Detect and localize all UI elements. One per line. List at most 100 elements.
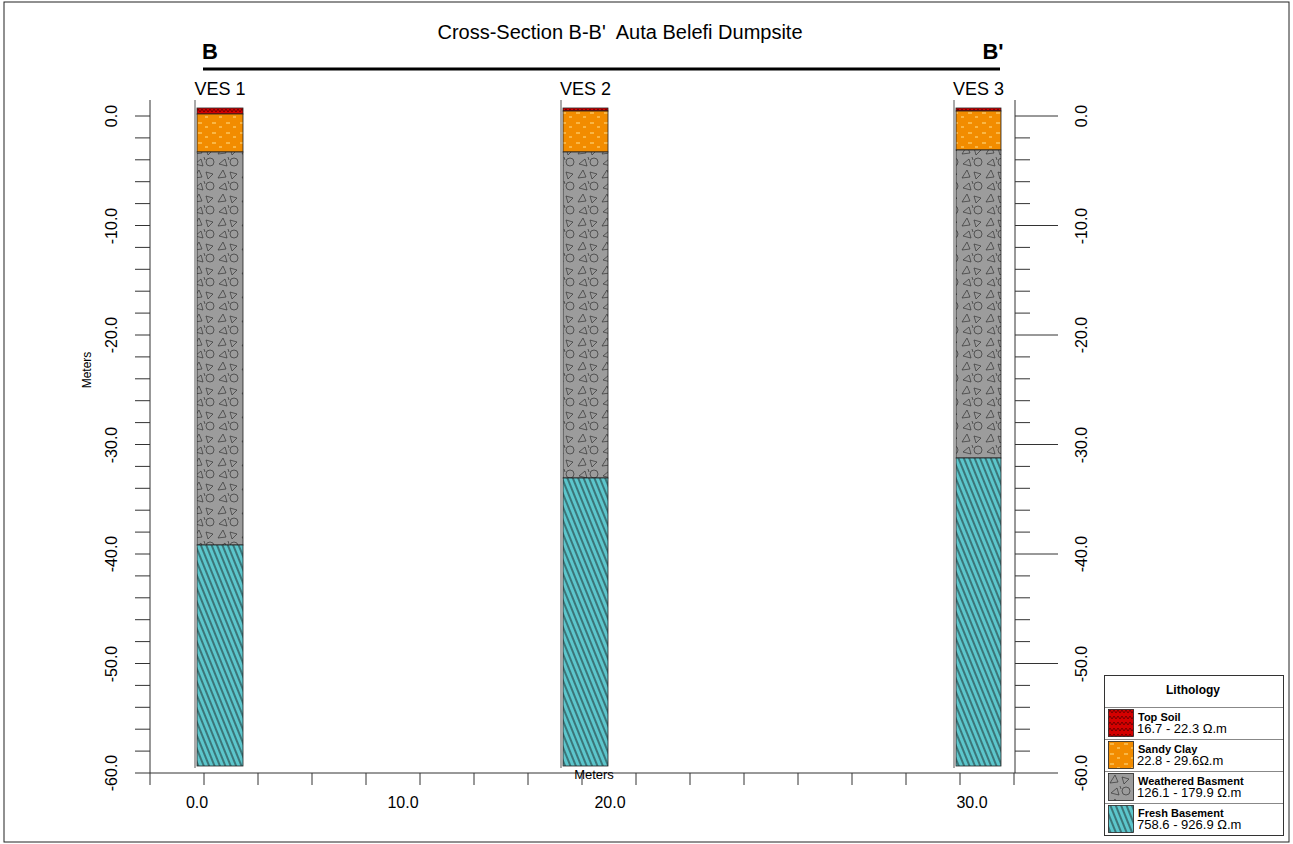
- tick-mark: [135, 707, 150, 708]
- swatch-color: [1109, 710, 1134, 737]
- borehole-column: [195, 100, 243, 768]
- swatch-pattern: [1109, 710, 1134, 737]
- layer-fill: [563, 111, 608, 152]
- tick-mark: [135, 291, 150, 292]
- tick-label: -50.0: [1073, 645, 1091, 681]
- column-frame: [954, 100, 955, 768]
- swatch-pattern: [1109, 806, 1134, 833]
- tick-mark: [528, 773, 529, 785]
- section-line: [203, 68, 1000, 71]
- tick-mark: [852, 773, 853, 785]
- legend-range: 22.8 - 29.6Ω.m: [1137, 754, 1223, 768]
- figure-frame: [4, 2, 1289, 842]
- borehole-columns: [195, 100, 1001, 768]
- ves-column: VES 1: [180, 80, 260, 100]
- tick-mark: [135, 116, 150, 117]
- tick-mark: [1015, 225, 1058, 226]
- tick-mark: [135, 466, 150, 467]
- tick-mark: [135, 773, 150, 774]
- tick-label: 20.0: [594, 794, 625, 812]
- section-end: B: [202, 40, 218, 64]
- tick-label: -20.0: [103, 317, 121, 353]
- tick-mark: [1015, 269, 1030, 270]
- ves-label: VES 2: [546, 80, 626, 100]
- tick-mark: [906, 773, 907, 785]
- tick-mark: [135, 444, 150, 445]
- tick-label: 0.0: [1073, 105, 1091, 127]
- tick-mark: [420, 773, 421, 785]
- swatch-pattern: [1109, 774, 1134, 801]
- tick-mark: [1015, 137, 1030, 138]
- tick-mark: [1015, 444, 1058, 445]
- tick-mark: [135, 378, 150, 379]
- tick-label: -20.0: [1073, 317, 1091, 353]
- tick-label: -30.0: [103, 426, 121, 462]
- legend-range: 16.7 - 22.3 Ω.m: [1137, 722, 1227, 736]
- tick-mark: [135, 663, 150, 664]
- tick-mark: [135, 335, 150, 336]
- tick-mark: [135, 137, 150, 138]
- layer-pattern: [956, 108, 1001, 111]
- layer-pattern: [197, 545, 243, 766]
- tick-mark: [1015, 313, 1030, 314]
- layer-fill: [956, 108, 1001, 111]
- layer-fill: [956, 111, 1001, 150]
- tick-mark: [1015, 532, 1030, 533]
- tick-mark: [1015, 510, 1030, 511]
- ves-column: VES 2: [546, 80, 626, 100]
- swatch-color: [1109, 806, 1134, 833]
- layer-fill: [197, 108, 243, 114]
- tick-mark: [135, 641, 150, 642]
- legend-title: Lithology: [1166, 684, 1220, 697]
- ves-column: VES 3: [939, 80, 1019, 100]
- tick-mark: [135, 597, 150, 598]
- tick-mark: [690, 773, 691, 785]
- tick-label: 0.0: [186, 794, 208, 812]
- tick-mark: [1015, 466, 1030, 467]
- tick-label: -10.0: [1073, 207, 1091, 243]
- tick-mark: [135, 751, 150, 752]
- legend-swatch: [1108, 709, 1134, 737]
- layer-fill: [956, 458, 1001, 766]
- ves-label: VES 3: [939, 80, 1019, 100]
- tick-mark: [204, 773, 205, 785]
- tick-mark: [1015, 663, 1058, 664]
- layer-pattern: [563, 478, 608, 766]
- tick-mark: [135, 729, 150, 730]
- tick-label: 0.0: [103, 105, 121, 127]
- layer-pattern: [197, 108, 243, 114]
- tick-label: -30.0: [1073, 426, 1091, 462]
- tick-mark: [1015, 773, 1058, 774]
- tick-mark: [312, 773, 313, 785]
- borehole-column: [954, 100, 1001, 768]
- tick-mark: [135, 554, 150, 555]
- layer-pattern: [563, 108, 608, 111]
- tick-mark: [1015, 597, 1030, 598]
- layer-fill: [563, 152, 608, 478]
- tick-mark: [1015, 203, 1030, 204]
- axis-title: Meters: [81, 352, 94, 389]
- right-axis: [1015, 100, 1016, 773]
- layer-pattern: [197, 152, 243, 545]
- tick-mark: [135, 510, 150, 511]
- tick-mark: [1015, 488, 1030, 489]
- tick-mark: [135, 181, 150, 182]
- tick-mark: [258, 773, 259, 785]
- tick-mark: [1015, 356, 1030, 357]
- chart-title: Cross-Section B-B' Auta Belefi Dumpsite: [437, 21, 802, 43]
- tick-mark: [1014, 773, 1015, 785]
- tick-mark: [135, 488, 150, 489]
- left-axis: [150, 100, 151, 773]
- axis-title: Meters: [574, 768, 614, 782]
- tick-mark: [1015, 641, 1030, 642]
- tick-mark: [150, 773, 151, 785]
- tick-mark: [1015, 291, 1030, 292]
- tick-mark: [1015, 247, 1030, 248]
- layer-fill: [197, 152, 243, 545]
- section-end: B': [982, 40, 1003, 64]
- tick-mark: [960, 773, 961, 785]
- tick-mark: [1015, 619, 1030, 620]
- legend-swatch: [1108, 741, 1134, 769]
- tick-mark: [135, 203, 150, 204]
